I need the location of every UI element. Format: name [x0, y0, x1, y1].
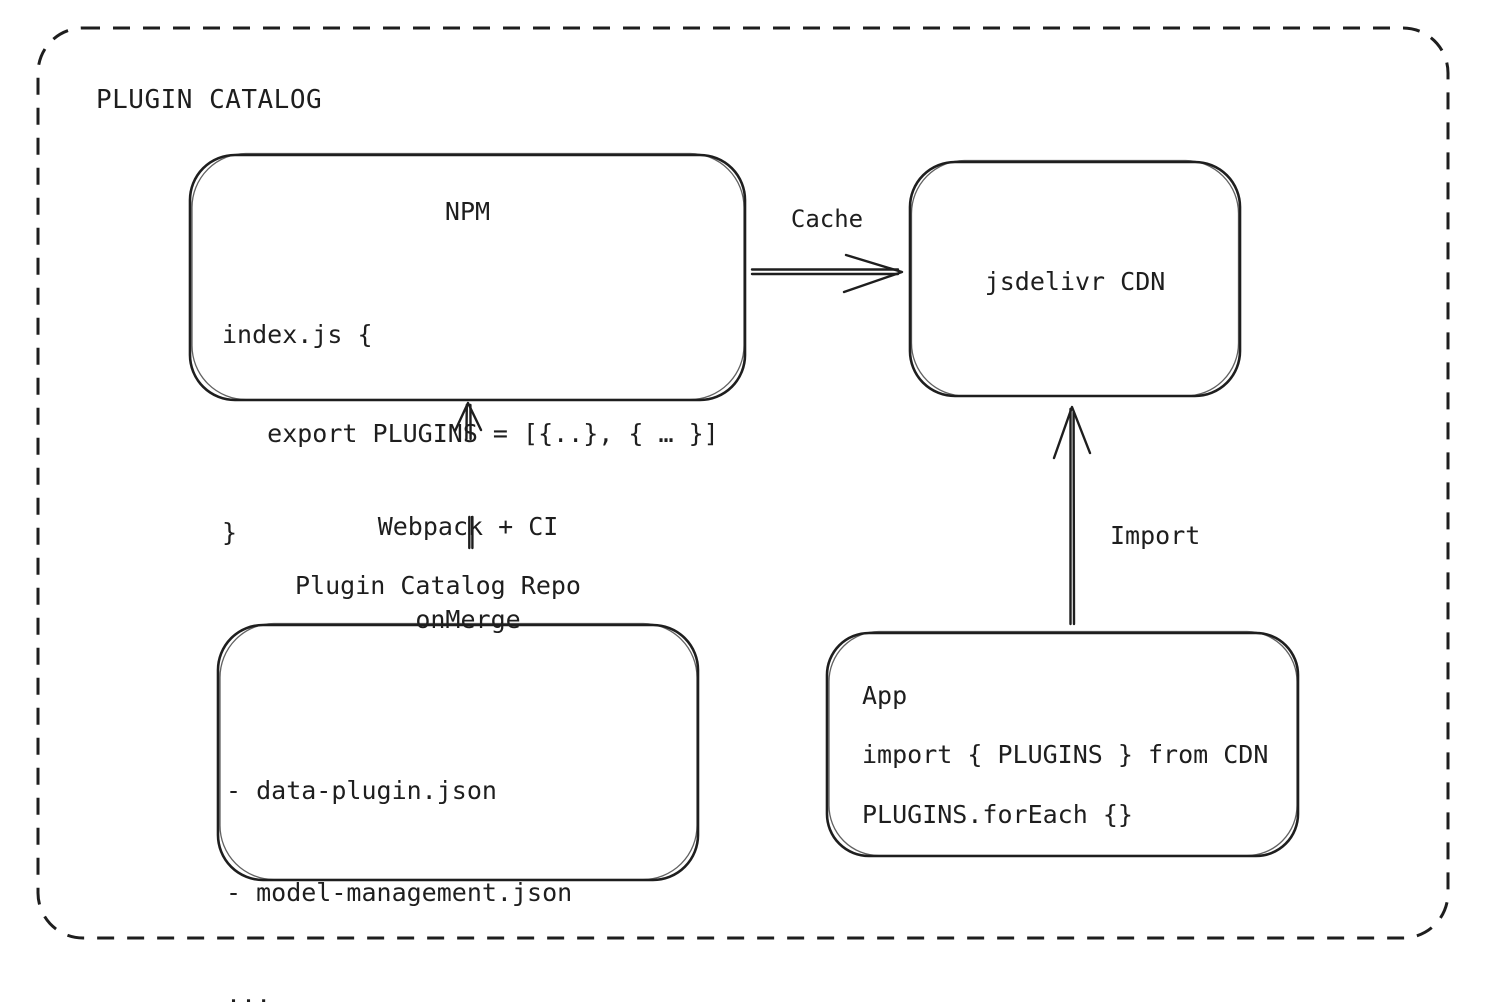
app-node-shape	[825, 630, 1300, 858]
cache-arrow	[750, 253, 904, 294]
app-code-foreach-line: PLUGINS.forEach {}	[862, 800, 1133, 829]
build-arrow	[453, 401, 483, 550]
repo-file-item: - data-plugin.json	[226, 776, 497, 805]
npm-node-shape	[188, 152, 747, 402]
npm-node-title: NPM	[444, 197, 491, 226]
cdn-node-shape	[908, 159, 1242, 398]
repo-file-item: ...	[226, 980, 272, 1002]
diagram-title: PLUGIN CATALOG	[96, 85, 323, 115]
repo-node-shape	[216, 622, 700, 882]
cache-arrow-label: Cache	[790, 205, 864, 233]
build-arrow-label: Webpack + CI onMerge	[318, 449, 618, 697]
npm-code-line: index.js {	[222, 320, 373, 349]
npm-code-line: }	[222, 518, 238, 547]
repo-file-item: - model-management.json	[226, 878, 573, 907]
build-arrow-label-line: onMerge	[415, 605, 521, 634]
build-arrow-label-line: Webpack + CI	[377, 512, 559, 541]
npm-code-line: export PLUGINS = [{..}, { … }]	[222, 419, 719, 448]
import-arrow	[1052, 405, 1092, 626]
app-code-import-line: import { PLUGINS } from CDN	[862, 740, 1269, 769]
cdn-node-label: jsdelivr CDN	[984, 267, 1166, 296]
import-arrow-label: Import	[1110, 521, 1201, 550]
app-node-title: App	[862, 681, 908, 710]
catalog-boundary-border	[36, 26, 1450, 940]
repo-node-title: Plugin Catalog Repo	[295, 571, 581, 600]
repo-file-list: - data-plugin.json - model-management.js…	[226, 706, 572, 1002]
npm-code-block: index.js { export PLUGINS = [{..}, { … }…	[222, 252, 719, 615]
